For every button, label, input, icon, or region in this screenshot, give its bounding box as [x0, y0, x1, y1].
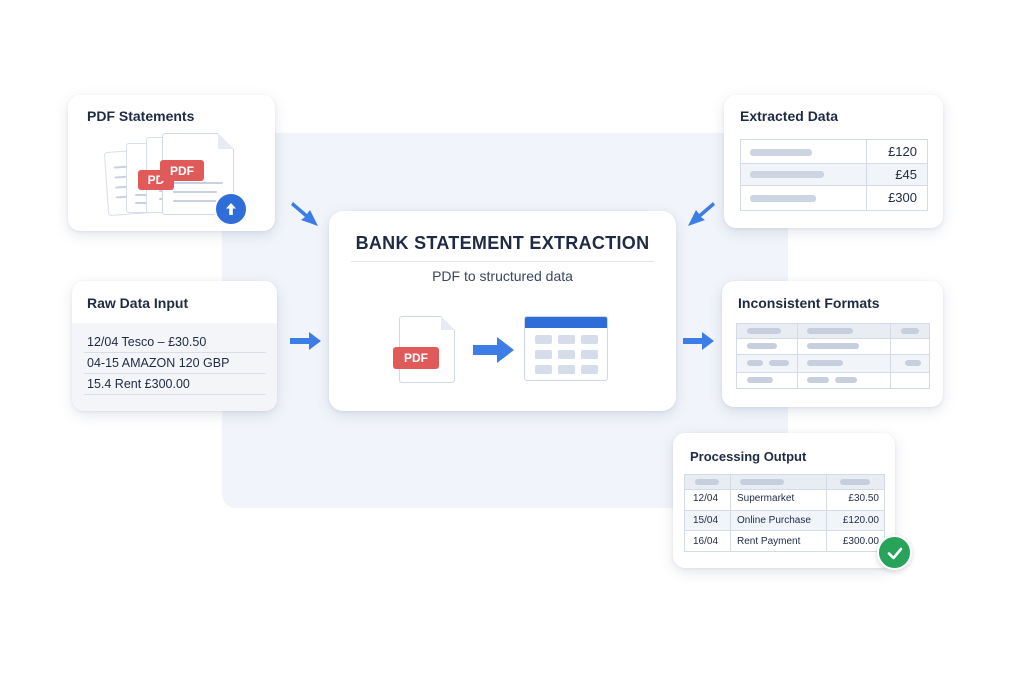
raw-data-list: 12/04 Tesco – £30.50 04-15 AMAZON 120 GB… — [72, 323, 277, 411]
inconsistent-formats-card: Inconsistent Formats — [722, 281, 943, 407]
processing-output-title: Processing Output — [690, 449, 807, 464]
extracted-value: £45 — [895, 167, 917, 182]
center-pdf-tag: PDF — [393, 347, 439, 369]
raw-data-line: 04-15 AMAZON 120 GBP — [87, 356, 230, 370]
output-amount: £300.00 — [842, 536, 879, 547]
extracted-value: £300 — [888, 190, 917, 205]
inconsistent-formats-table — [736, 323, 930, 389]
bank-statement-extraction-card: BANK STATEMENT EXTRACTION PDF to structu… — [329, 211, 676, 411]
raw-data-input-card: Raw Data Input 12/04 Tesco – £30.50 04-1… — [72, 281, 277, 411]
output-date: 15/04 — [693, 515, 719, 526]
output-description: Online Purchase — [737, 515, 811, 526]
flow-arrow-icon — [683, 332, 714, 350]
raw-data-line: 12/04 Tesco – £30.50 — [87, 335, 207, 349]
table-row: £45 — [741, 163, 927, 186]
output-date: 16/04 — [693, 536, 719, 547]
flow-arrow-icon — [291, 202, 318, 226]
center-title: BANK STATEMENT EXTRACTION — [355, 233, 650, 253]
extracted-data-table: £120 £45 £300 — [740, 139, 928, 211]
inconsistent-formats-title: Inconsistent Formats — [738, 295, 880, 311]
flow-arrow-icon — [290, 332, 321, 350]
extracted-data-title: Extracted Data — [740, 108, 839, 124]
output-description: Rent Payment — [737, 536, 801, 547]
processing-output-table: 12/04 Supermarket £30.50 15/04 Online Pu… — [684, 474, 885, 552]
output-amount: £120.00 — [842, 515, 879, 526]
flow-arrow-icon — [473, 337, 514, 363]
pdf-statements-card: PDF Statements PD PDF — [68, 95, 275, 231]
pdf-statements-title: PDF Statements — [87, 108, 195, 124]
center-divider — [351, 261, 654, 262]
processing-output-card: Processing Output 12/04 Supermarket £30.… — [673, 433, 895, 568]
pdf-tag-front: PDF — [160, 160, 204, 181]
raw-data-line: 15.4 Rent £300.00 — [87, 377, 190, 391]
table-grid-icon — [524, 316, 608, 381]
output-date: 12/04 — [693, 493, 719, 504]
table-row: £300 — [741, 186, 927, 210]
output-amount: £30.50 — [848, 493, 879, 504]
flow-arrow-icon — [688, 202, 715, 226]
extracted-data-card: Extracted Data £120 £45 £300 — [724, 95, 943, 228]
extracted-value: £120 — [888, 144, 917, 159]
raw-data-title: Raw Data Input — [87, 295, 189, 311]
output-description: Supermarket — [737, 493, 795, 504]
upload-arrow-icon[interactable] — [214, 192, 248, 226]
check-icon — [877, 535, 912, 570]
center-subtitle: PDF to structured data — [432, 268, 573, 284]
table-row: £120 — [741, 140, 927, 164]
